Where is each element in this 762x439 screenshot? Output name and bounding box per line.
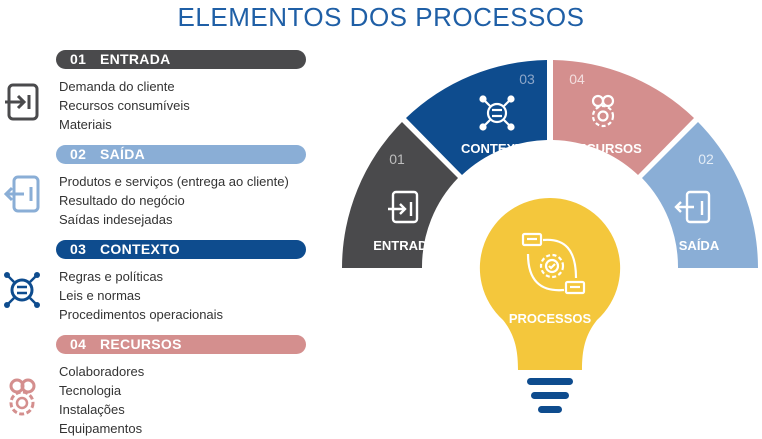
bulb-base-ring [527, 378, 573, 385]
section-bar-contexto: 03 CONTEXTO [56, 240, 306, 259]
list-item: Materiais [59, 117, 112, 132]
list-item: Equipamentos [59, 421, 143, 436]
bulb-glass [479, 197, 621, 370]
segment-number: 03 [519, 71, 535, 87]
section-number: 04 [70, 336, 87, 352]
list-item: Regras e políticas [59, 269, 164, 284]
segment-contexto [406, 60, 547, 175]
network-document-icon [479, 95, 515, 131]
section-label: CONTEXTO [100, 241, 180, 257]
section-number: 01 [70, 51, 87, 67]
segment-number: 04 [569, 71, 585, 87]
logout-door-icon [3, 175, 40, 213]
login-door-icon [388, 190, 419, 224]
segment-label: CONTEXTO [461, 141, 533, 156]
list-item: Demanda do cliente [59, 79, 175, 94]
list-item: Instalações [59, 402, 125, 417]
center-label: PROCESSOS [509, 311, 592, 326]
page-title: ELEMENTOS DOS PROCESSOS [177, 2, 585, 32]
segment-number: 02 [698, 151, 714, 167]
section-label: RECURSOS [100, 336, 182, 352]
list-item: Produtos e serviços (entrega ao cliente) [59, 174, 289, 189]
gear-cycle-icon [521, 232, 586, 295]
team-gear-icon [591, 94, 615, 128]
list-item: Resultado do negócio [59, 193, 185, 208]
segment-number: 01 [389, 151, 405, 167]
section-bar-recursos: 04 RECURSOS [56, 335, 306, 354]
login-door-icon [5, 83, 39, 121]
section-bar-saida: 02 SAÍDA [56, 145, 306, 164]
section-bar-entrada: 01 ENTRADA [56, 50, 306, 69]
list-item: Leis e normas [59, 288, 141, 303]
section-list-entrada: Demanda do cliente Recursos consumíveis … [59, 77, 190, 134]
section-number: 02 [70, 146, 87, 162]
list-item: Tecnologia [59, 383, 122, 398]
segment-label: RECURSOS [568, 141, 642, 156]
network-document-icon [4, 272, 40, 308]
section-label: ENTRADA [100, 51, 171, 67]
list-item: Procedimentos operacionais [59, 307, 224, 322]
section-list-saida: Produtos e serviços (entrega ao cliente)… [59, 172, 289, 229]
segment-label: SAÍDA [679, 238, 720, 253]
list-item: Recursos consumíveis [59, 98, 190, 113]
list-item: Saídas indesejadas [59, 212, 173, 227]
list-item: Colaboradores [59, 364, 145, 379]
section-list-contexto: Regras e políticas Leis e normas Procedi… [59, 267, 223, 324]
segment-saida [642, 122, 758, 268]
logout-door-icon [674, 190, 711, 224]
segment-label: ENTRADA [373, 238, 437, 253]
section-list-recursos: Colaboradores Tecnologia Instalações Equ… [59, 362, 144, 438]
team-gear-icon [9, 378, 36, 416]
section-label: SAÍDA [100, 146, 146, 162]
segment-entrada [342, 122, 458, 268]
section-number: 03 [70, 241, 87, 257]
bulb-base-ring [538, 406, 562, 413]
bulb-base-ring [531, 392, 569, 399]
segment-recursos [553, 60, 694, 175]
